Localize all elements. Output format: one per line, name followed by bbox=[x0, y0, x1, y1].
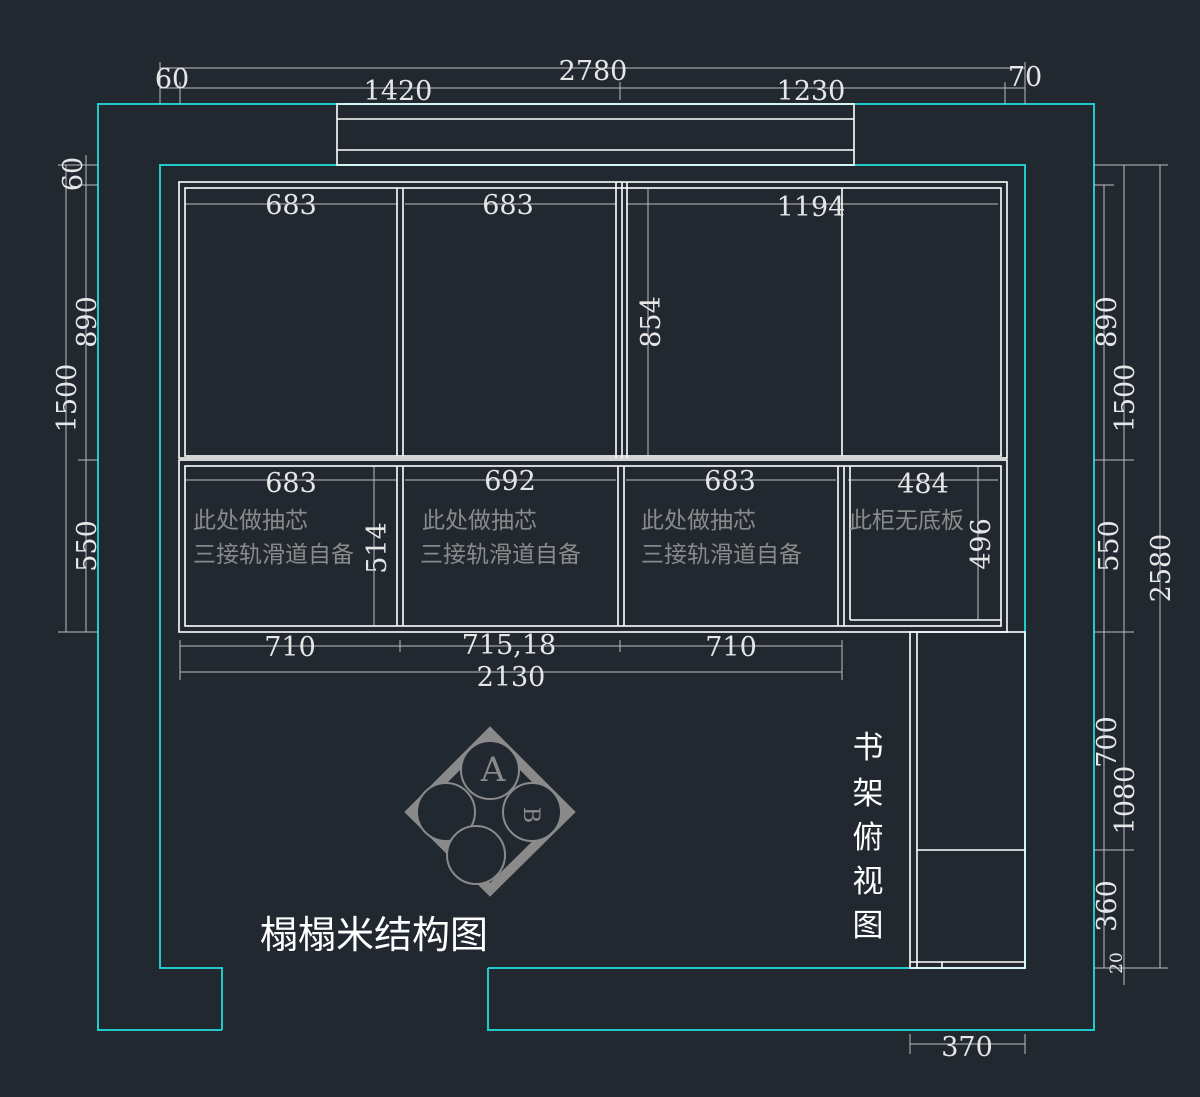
bookshelf-label-char-5: 图 bbox=[853, 908, 884, 944]
dim-right-890: 890 bbox=[1092, 296, 1123, 348]
note-drawer-1-line2: 三接轨滑道自备 bbox=[193, 542, 354, 568]
dim-bottom-370: 370 bbox=[941, 1032, 993, 1063]
bookshelf bbox=[909, 631, 1026, 969]
bookshelf-label-char-2: 架 bbox=[853, 776, 884, 812]
dim-right-700: 700 bbox=[1092, 716, 1123, 768]
dim-lower-484: 484 bbox=[897, 469, 949, 500]
dimension-texts: 60 2780 1420 1230 70 60 890 1500 550 890… bbox=[52, 56, 1177, 1063]
lift-table-emblem: A B bbox=[404, 726, 576, 897]
dim-top-70: 70 bbox=[1008, 62, 1042, 93]
dim-top-2780: 2780 bbox=[559, 56, 628, 87]
note-drawer-3-line1: 此处做抽芯 bbox=[641, 508, 756, 534]
lower-cabinets bbox=[178, 459, 1008, 633]
drawing-title: 榻榻米结构图 bbox=[260, 913, 488, 957]
dim-bottom-2130: 2130 bbox=[477, 662, 546, 693]
dim-bottom-715-18: 715,18 bbox=[462, 630, 556, 661]
dim-top-1230: 1230 bbox=[777, 76, 846, 107]
dim-bottom-710-a: 710 bbox=[264, 632, 316, 663]
bookshelf-label: 书 架 俯 视 图 bbox=[853, 730, 884, 944]
bookshelf-label-char-3: 俯 bbox=[853, 820, 884, 856]
dim-lower-683-b: 683 bbox=[704, 466, 756, 497]
dim-upper-683-b: 683 bbox=[482, 190, 534, 221]
emblem-letter-a: A bbox=[480, 750, 506, 790]
cabinet-notes: 此处做抽芯 三接轨滑道自备 此处做抽芯 三接轨滑道自备 此处做抽芯 三接轨滑道自… bbox=[193, 508, 964, 568]
dim-lower-496: 496 bbox=[966, 518, 997, 570]
dim-top-60: 60 bbox=[155, 64, 189, 95]
dim-bottom-710-b: 710 bbox=[705, 632, 757, 663]
note-drawer-3-line2: 三接轨滑道自备 bbox=[641, 542, 802, 568]
dim-right-2580: 2580 bbox=[1146, 534, 1177, 603]
note-drawer-2-line1: 此处做抽芯 bbox=[422, 508, 537, 534]
note-drawer-1-line1: 此处做抽芯 bbox=[193, 508, 308, 534]
dim-right-1500: 1500 bbox=[1110, 364, 1141, 433]
dim-left-60: 60 bbox=[58, 157, 89, 191]
dim-lower-683-a: 683 bbox=[265, 468, 317, 499]
dim-right-20: 20 bbox=[1107, 952, 1127, 974]
dim-right-360: 360 bbox=[1092, 880, 1123, 932]
dim-upper-1194: 1194 bbox=[777, 192, 846, 223]
dim-lower-514: 514 bbox=[362, 522, 393, 574]
note-no-bottom-panel: 此柜无底板 bbox=[849, 508, 964, 534]
bookshelf-label-char-4: 视 bbox=[853, 864, 884, 900]
dim-upper-854: 854 bbox=[636, 296, 667, 348]
dim-left-1500: 1500 bbox=[52, 364, 83, 433]
bookshelf-label-char-1: 书 bbox=[853, 730, 884, 766]
dim-right-550: 550 bbox=[1094, 520, 1125, 572]
emblem-letter-b: B bbox=[518, 807, 543, 823]
dim-lower-692: 692 bbox=[484, 466, 536, 497]
dim-top-1420: 1420 bbox=[364, 76, 433, 107]
room-outer-wall bbox=[97, 103, 1095, 1031]
note-drawer-2-line2: 三接轨滑道自备 bbox=[420, 542, 581, 568]
window bbox=[336, 103, 855, 166]
dim-upper-683-a: 683 bbox=[265, 190, 317, 221]
dim-right-1080: 1080 bbox=[1110, 766, 1141, 835]
dimension-lines bbox=[58, 62, 1168, 1054]
room-inner-wall bbox=[159, 164, 1026, 1030]
dim-left-550: 550 bbox=[72, 520, 103, 572]
upper-cabinets bbox=[178, 181, 1008, 459]
dim-left-890: 890 bbox=[72, 296, 103, 348]
